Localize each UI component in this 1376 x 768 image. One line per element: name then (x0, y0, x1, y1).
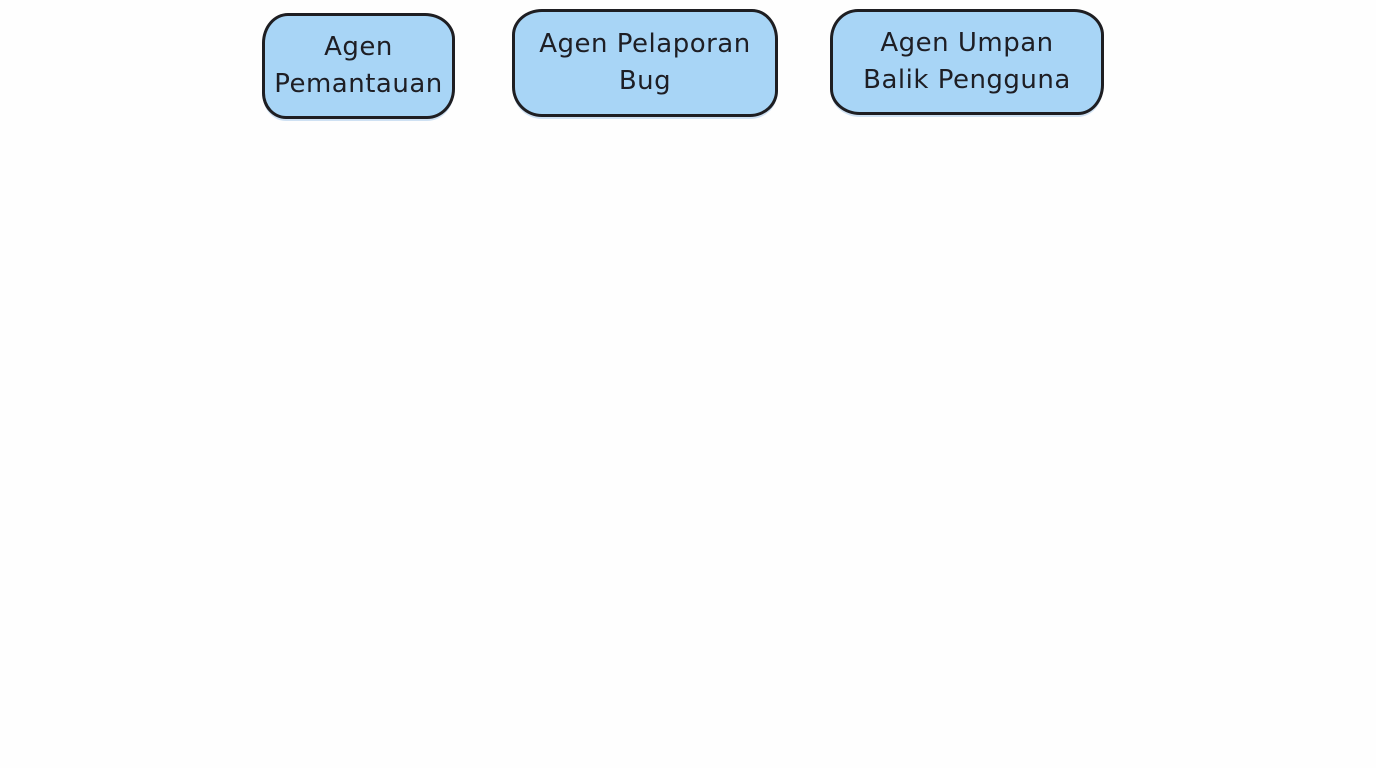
diagram-node-agen-umpan-balik-pengguna[interactable]: Agen Umpan Balik Pengguna (830, 9, 1104, 115)
node-label: Agen Pemantauan (274, 32, 443, 99)
node-label: Agen Pelaporan Bug (539, 29, 751, 96)
diagram-node-agen-pelaporan-bug[interactable]: Agen Pelaporan Bug (512, 9, 778, 117)
node-label: Agen Umpan Balik Pengguna (863, 28, 1071, 95)
diagram-node-agen-pemantauan[interactable]: Agen Pemantauan (262, 13, 455, 119)
